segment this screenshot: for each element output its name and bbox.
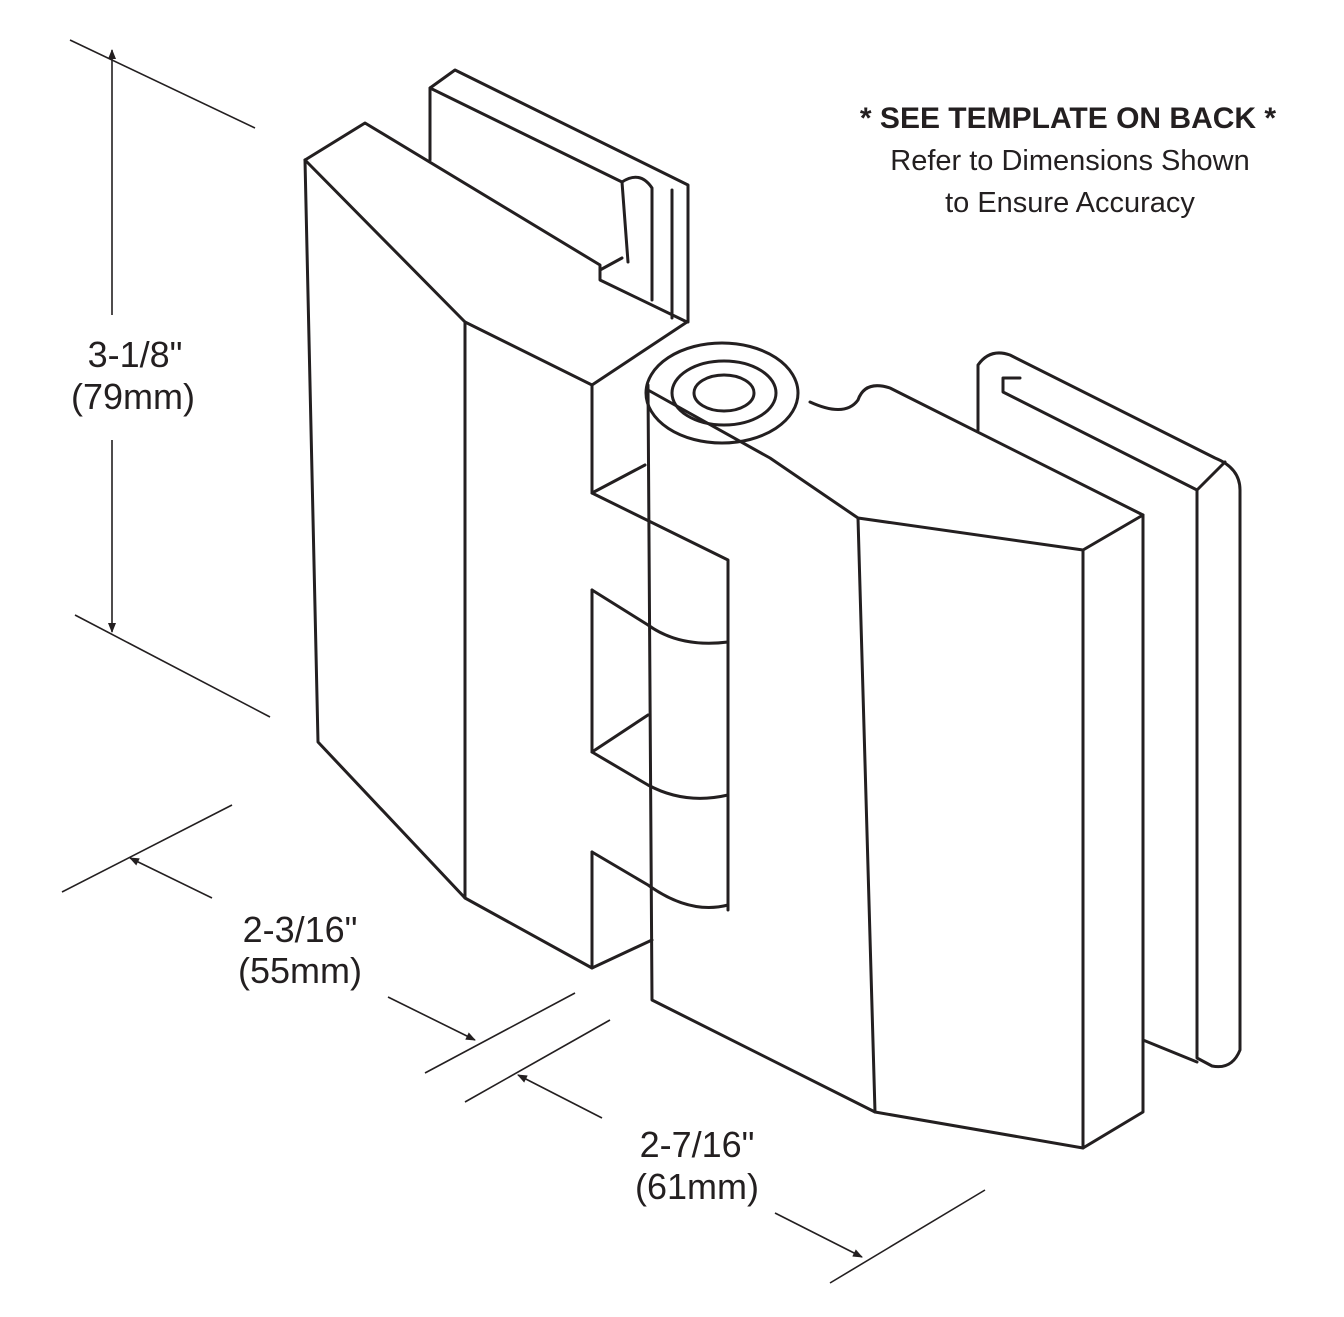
- depth-left-dimension: 2-3/16" (55mm): [61, 804, 576, 1074]
- dimension-arrow: [774, 1212, 863, 1258]
- dimension-arrow: [517, 1074, 603, 1119]
- note-line-2: to Ensure Accuracy: [945, 187, 1195, 219]
- height-metric: (79mm): [71, 376, 195, 417]
- left-glass-clamp: [428, 68, 690, 324]
- depth-right-dimension: 2-7/16" (61mm): [464, 1019, 986, 1284]
- extension-line: [61, 804, 233, 893]
- extension-line: [424, 992, 576, 1074]
- height-imperial: 3-1/8": [88, 334, 183, 375]
- pin-hole: [692, 373, 756, 413]
- extension-line: [464, 1019, 611, 1103]
- knuckle-ring: [670, 359, 778, 427]
- dimension-arrow: [129, 857, 213, 899]
- extension-line: [69, 39, 256, 129]
- note-title: * SEE TEMPLATE ON BACK *: [860, 102, 1276, 135]
- right-glass-clamp: [976, 351, 1242, 1069]
- depth-right-metric: (61mm): [635, 1166, 759, 1207]
- height-dimension: 3-1/8" (79mm): [69, 39, 271, 718]
- extension-line: [829, 1189, 986, 1284]
- dimension-arrow: [387, 996, 476, 1041]
- left-hinge-body: [303, 121, 730, 970]
- knuckle-cap: [644, 341, 800, 445]
- extension-line: [74, 614, 271, 718]
- depth-left-metric: (55mm): [238, 950, 362, 991]
- depth-right-imperial: 2-7/16": [640, 1124, 755, 1165]
- right-hinge-body: [644, 341, 1145, 1150]
- note-line-1: Refer to Dimensions Shown: [890, 145, 1249, 177]
- depth-left-imperial: 2-3/16": [243, 909, 358, 950]
- template-note: * SEE TEMPLATE ON BACK * Refer to Dimens…: [860, 102, 1276, 219]
